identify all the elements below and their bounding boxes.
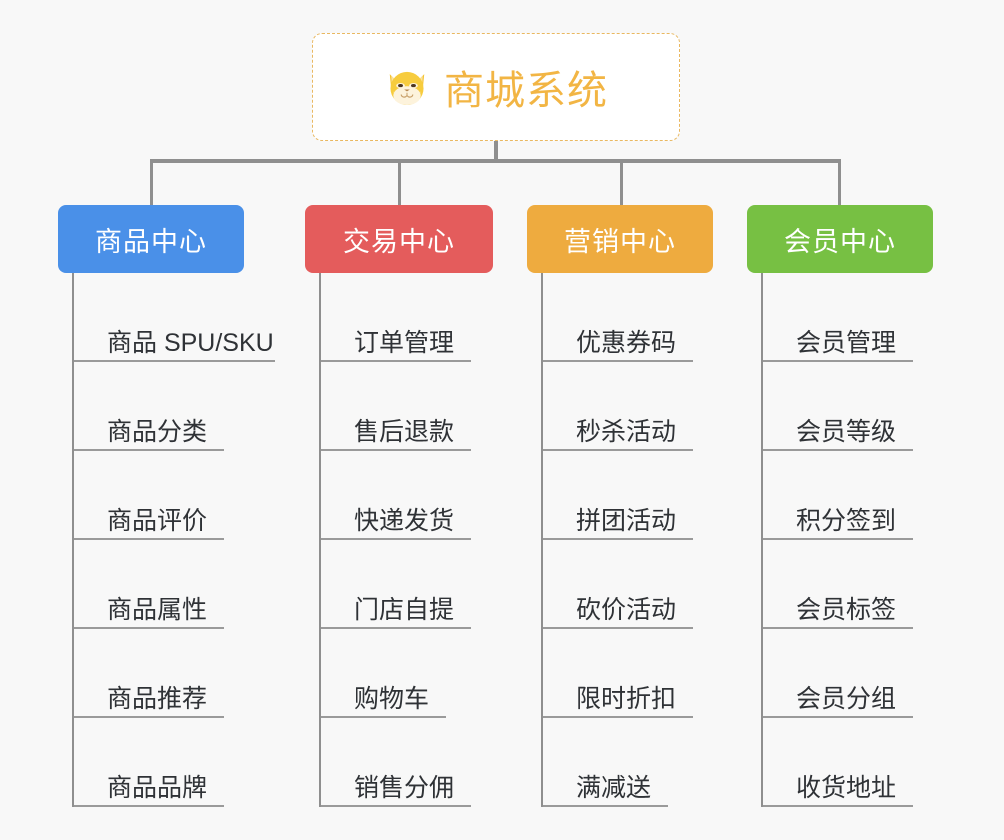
connector-horizontal-bus [150, 159, 840, 163]
leaf-label: 商品分类 [107, 417, 208, 446]
category-header-trade-center[interactable]: 交易中心 [305, 205, 493, 273]
leaf-label: 会员管理 [796, 328, 897, 357]
leaf-label: 快递发货 [354, 506, 455, 535]
leaf-label: 秒杀活动 [576, 417, 677, 446]
leaf-label: 满减送 [576, 773, 652, 802]
list-item[interactable]: 商品分类 [74, 362, 244, 451]
leaf-label: 积分签到 [796, 506, 897, 535]
leaf-underline [763, 538, 913, 540]
leaf-underline [74, 538, 224, 540]
leaf-label: 销售分佣 [354, 773, 455, 802]
list-item[interactable]: 门店自提 [321, 540, 493, 629]
leaf-label: 会员等级 [796, 417, 897, 446]
leaf-label: 售后退款 [354, 417, 455, 446]
leaf-underline [321, 805, 471, 807]
list-item[interactable]: 订单管理 [321, 273, 493, 362]
shiba-dog-face-icon [384, 64, 430, 110]
leaf-underline [763, 449, 913, 451]
leaf-label: 会员分组 [796, 684, 897, 713]
leaf-label: 收货地址 [796, 773, 897, 802]
column-marketing-center: 营销中心 优惠券码 秒杀活动 拼团活动 砍价活动 限时折扣 [527, 205, 713, 807]
leaf-underline [543, 627, 693, 629]
leaf-underline [321, 627, 471, 629]
list-item[interactable]: 收货地址 [763, 718, 933, 807]
leaf-list-trade-center: 订单管理 售后退款 快递发货 门店自提 购物车 销售分佣 [319, 273, 493, 807]
category-label: 营销中心 [564, 226, 676, 257]
leaf-underline [763, 627, 913, 629]
connector-drop-member-center [838, 159, 841, 207]
list-item[interactable]: 商品 SPU/SKU [74, 273, 275, 362]
leaf-list-product-center: 商品 SPU/SKU 商品分类 商品评价 商品属性 商品推荐 商品品牌 [72, 273, 275, 807]
leaf-list-member-center: 会员管理 会员等级 积分签到 会员标签 会员分组 收货地址 [761, 273, 933, 807]
list-item[interactable]: 满减送 [543, 718, 713, 807]
list-item[interactable]: 砍价活动 [543, 540, 713, 629]
leaf-label: 门店自提 [354, 595, 455, 624]
column-product-center: 商品中心 商品 SPU/SKU 商品分类 商品评价 商品属性 商品推荐 [58, 205, 275, 807]
leaf-underline [74, 449, 224, 451]
list-item[interactable]: 秒杀活动 [543, 362, 713, 451]
category-label: 会员中心 [784, 226, 896, 257]
root-title: 商城系统 [444, 69, 608, 113]
column-member-center: 会员中心 会员管理 会员等级 积分签到 会员标签 会员分组 [747, 205, 933, 807]
connector-drop-trade-center [398, 159, 401, 207]
leaf-underline [763, 360, 913, 362]
leaf-label: 购物车 [354, 684, 430, 713]
connector-drop-product-center [150, 159, 153, 207]
list-item[interactable]: 会员标签 [763, 540, 933, 629]
category-header-product-center[interactable]: 商品中心 [58, 205, 244, 273]
leaf-underline [74, 805, 224, 807]
category-header-marketing-center[interactable]: 营销中心 [527, 205, 713, 273]
leaf-label: 商品 SPU/SKU [107, 328, 274, 357]
list-item[interactable]: 积分签到 [763, 451, 933, 540]
connector-root-stem [494, 141, 498, 161]
leaf-label: 会员标签 [796, 595, 897, 624]
list-item[interactable]: 商品属性 [74, 540, 244, 629]
connector-drop-marketing-center [620, 159, 623, 207]
leaf-underline [74, 716, 224, 718]
list-item[interactable]: 优惠券码 [543, 273, 713, 362]
list-item[interactable]: 销售分佣 [321, 718, 493, 807]
leaf-underline [321, 360, 471, 362]
leaf-label: 商品评价 [107, 506, 208, 535]
list-item[interactable]: 会员管理 [763, 273, 933, 362]
leaf-underline [543, 360, 693, 362]
leaf-underline [763, 805, 913, 807]
leaf-label: 拼团活动 [576, 506, 677, 535]
leaf-underline [543, 805, 668, 807]
list-item[interactable]: 快递发货 [321, 451, 493, 540]
leaf-underline [74, 627, 224, 629]
leaf-underline [543, 449, 693, 451]
leaf-list-marketing-center: 优惠券码 秒杀活动 拼团活动 砍价活动 限时折扣 满减送 [541, 273, 713, 807]
category-header-member-center[interactable]: 会员中心 [747, 205, 933, 273]
leaf-label: 商品属性 [107, 595, 208, 624]
category-label: 交易中心 [343, 226, 455, 257]
leaf-underline [321, 538, 471, 540]
leaf-underline [74, 360, 275, 362]
list-item[interactable]: 商品品牌 [74, 718, 244, 807]
leaf-underline [321, 716, 446, 718]
list-item[interactable]: 购物车 [321, 629, 493, 718]
list-item[interactable]: 商品评价 [74, 451, 244, 540]
leaf-underline [321, 449, 471, 451]
list-item[interactable]: 限时折扣 [543, 629, 713, 718]
leaf-label: 砍价活动 [576, 595, 677, 624]
leaf-label: 商品推荐 [107, 684, 208, 713]
list-item[interactable]: 会员分组 [763, 629, 933, 718]
leaf-underline [543, 538, 693, 540]
list-item[interactable]: 商品推荐 [74, 629, 244, 718]
leaf-underline [543, 716, 693, 718]
leaf-underline [763, 716, 913, 718]
column-trade-center: 交易中心 订单管理 售后退款 快递发货 门店自提 购物车 [305, 205, 493, 807]
leaf-label: 订单管理 [354, 328, 455, 357]
leaf-label: 商品品牌 [107, 773, 208, 802]
leaf-label: 限时折扣 [576, 684, 677, 713]
category-label: 商品中心 [95, 226, 207, 257]
leaf-label: 优惠券码 [576, 328, 677, 357]
list-item[interactable]: 会员等级 [763, 362, 933, 451]
root-node[interactable]: 商城系统 [312, 33, 680, 141]
list-item[interactable]: 售后退款 [321, 362, 493, 451]
list-item[interactable]: 拼团活动 [543, 451, 713, 540]
